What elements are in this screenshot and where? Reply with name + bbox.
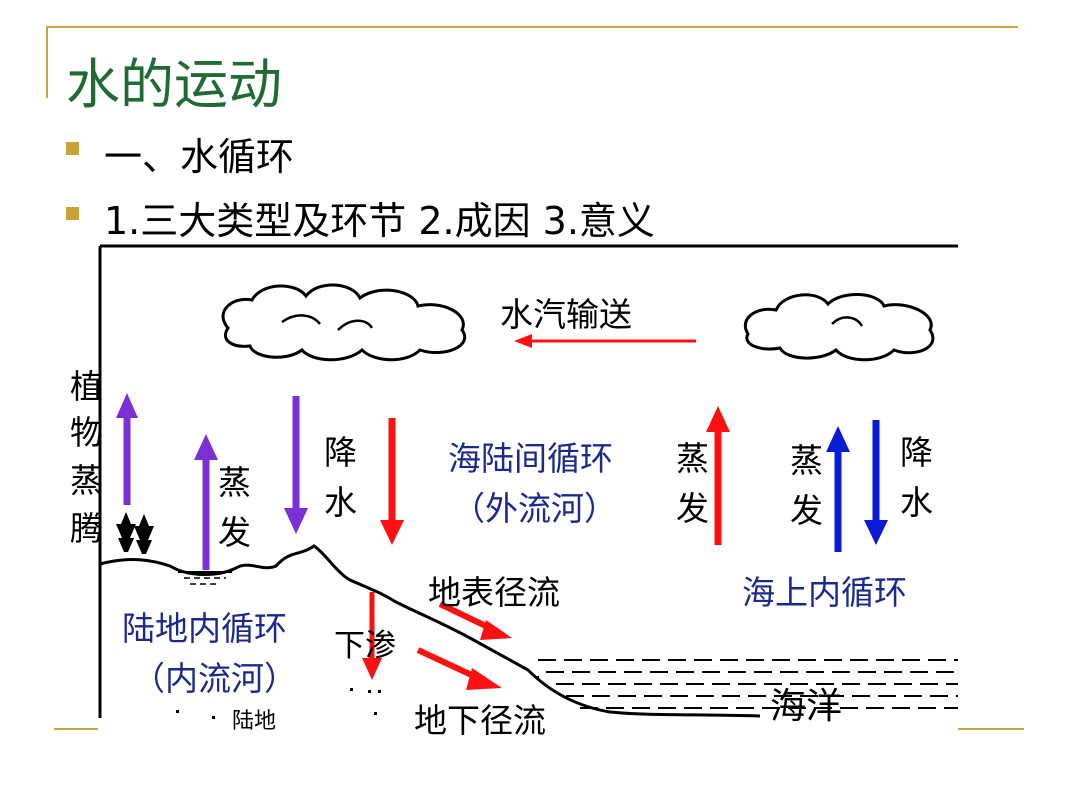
plant-transpiration-char: 植 [70,367,103,406]
sea-evaporation-char: 蒸 [676,439,709,478]
cloud-left-icon [221,283,467,362]
sea-evaporation-arrow [706,406,730,432]
bullet-topics: 1.三大类型及环节 2.成因 3.意义 [104,199,655,243]
land-evaporation-char: 蒸 [218,463,251,502]
surface-runoff-label: 地表径流 [428,573,560,612]
land-precipitation-arrow [284,508,308,534]
land-evaporation-arrow [194,434,218,460]
bullet-marker [66,142,79,155]
bullet-water-cycle: 一、水循环 [104,135,295,179]
transpiration-arrow [116,393,138,418]
tree-icon [134,514,154,554]
ocean-label: 海洋 [770,686,842,727]
groundwater-runoff-label: 地下径流 [414,701,546,740]
plant-transpiration-char: 腾 [70,509,103,548]
plant-transpiration-char: 蒸 [70,461,103,500]
sea-inner-cycle-label: 海上内循环 [742,573,907,612]
sea-precipitation-char: 降 [900,433,933,472]
sea-inner-evaporation-char: 发 [790,491,823,530]
bullet-marker [66,207,79,220]
land-evaporation-char: 发 [218,513,251,552]
page-title: 水的运动 [66,53,282,116]
vapor-transport-arrow [514,334,532,348]
infiltration-label: 下渗 [334,628,396,664]
frame-horizontal-rule [46,26,1018,28]
footer-rule-left [54,728,98,730]
soil-dots [176,676,539,719]
plant-transpiration-char: 物 [70,413,103,452]
vapor-transport-label: 水汽输送 [500,295,632,334]
infiltration-arrow [362,658,382,680]
footer-rule-right [958,728,1024,730]
endorheic-river-label: （内流河） [132,659,297,698]
ocean-water [538,659,958,709]
cloud-right-icon [744,292,935,362]
land-precipitation-char: 水 [324,483,357,522]
sea-inner-precipitation-arrow [864,520,888,545]
land-inner-cycle-label: 陆地内循环 [122,609,287,648]
sea-land-precipitation-arrow [380,520,404,545]
frame-vertical-rule [46,26,48,98]
sea-inner-evaporation-arrow [826,426,850,452]
land-precipitation-char: 降 [324,433,357,472]
tree-icon [116,512,136,552]
sea-evaporation-char: 发 [676,489,709,528]
land-label: 陆地 [232,709,276,734]
surface-runoff-arrow [480,620,512,640]
sea-inner-evaporation-char: 蒸 [790,441,823,480]
exorheic-river-label: （外流河） [452,489,617,528]
sea-land-cycle-label: 海陆间循环 [448,439,613,478]
sea-precipitation-char: 水 [900,483,933,522]
groundwater-runoff-arrow [466,668,502,690]
